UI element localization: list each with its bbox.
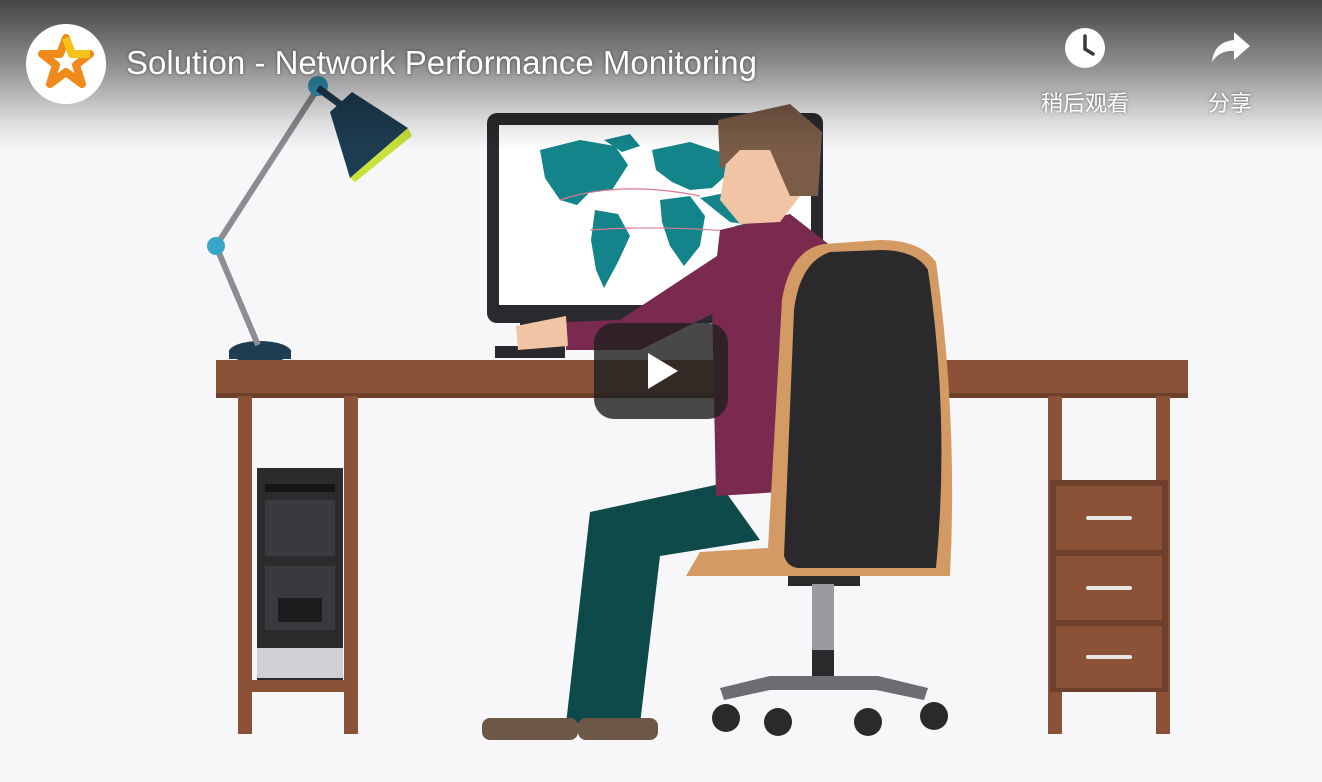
pc-tower (257, 468, 343, 680)
channel-logo-icon (26, 24, 106, 104)
share-arrow-icon (1206, 24, 1254, 72)
play-icon (648, 353, 678, 389)
desk-drawers (1050, 480, 1168, 692)
office-chair (686, 240, 953, 736)
play-button[interactable] (594, 323, 728, 419)
watch-later-button[interactable]: 稍后观看 (1020, 24, 1150, 118)
channel-avatar[interactable] (26, 24, 106, 104)
share-label: 分享 (1207, 92, 1252, 117)
top-overlay (0, 0, 1322, 150)
share-button[interactable]: 分享 (1165, 24, 1295, 118)
video-title[interactable]: Solution - Network Performance Monitorin… (126, 44, 757, 81)
clock-icon (1061, 24, 1109, 72)
watch-later-label: 稍后观看 (1040, 92, 1129, 117)
